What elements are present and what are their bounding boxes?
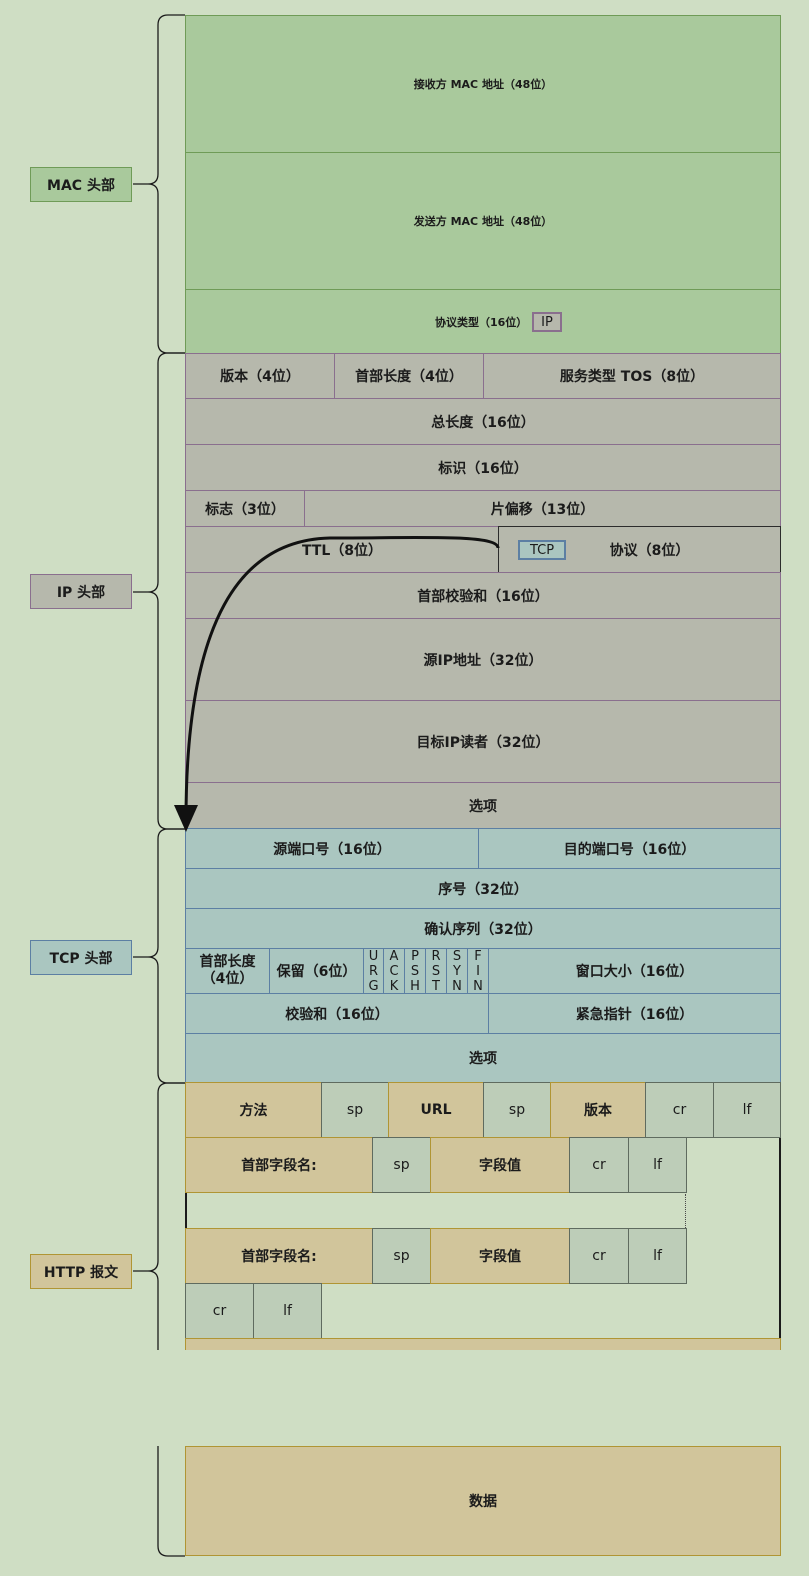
tcp-protocol-badge: TCP (518, 540, 566, 560)
http-cr-4: cr (185, 1283, 254, 1339)
mac-brace (133, 14, 185, 354)
protocol-to-tcp-arrow (174, 535, 500, 832)
ip-ttl: TTL（8位） (185, 526, 499, 573)
http-sp-4: sp (372, 1228, 431, 1284)
ip-fragment-offset: 片偏移（13位） (304, 490, 781, 527)
tcp-reserved: 保留（6位） (269, 948, 364, 994)
ip-protocol-text: 协议（8位） (609, 542, 690, 559)
http-body-data: 数据 (185, 1446, 781, 1556)
ip-protocol: 协议（8位） (498, 526, 781, 573)
http-header-field-value-2: 字段值 (430, 1228, 570, 1284)
http-message-frame (185, 1082, 781, 1350)
ip-total-length: 总长度（16位） (185, 398, 781, 445)
ip-source-address: 源IP地址（32位） (185, 618, 781, 701)
http-message-label: HTTP 报文 (30, 1254, 132, 1289)
tcp-flag-urg: URG (363, 948, 384, 994)
tcp-flag-fin: FIN (467, 948, 489, 994)
tcp-sequence-number: 序号（32位） (185, 868, 781, 909)
http-header-field-value-1: 字段值 (430, 1137, 570, 1193)
http-body-top-edge (185, 1338, 781, 1350)
mac-protocol-type: 协议类型（16位） (185, 289, 781, 354)
http-brace-upper (133, 1082, 185, 1350)
ip-version: 版本（4位） (185, 353, 335, 399)
http-brace-lower (157, 1446, 185, 1557)
tcp-header-label: TCP 头部 (30, 940, 132, 975)
http-method: 方法 (185, 1082, 322, 1138)
ip-header-length: 首部长度（4位） (334, 353, 484, 399)
mac-receiver-address: 接收方 MAC 地址（48位） (185, 15, 781, 153)
http-lf-3: lf (628, 1228, 687, 1284)
ip-identification: 标识（16位） (185, 444, 781, 491)
mac-header-label: MAC 头部 (30, 167, 132, 202)
ip-brace (133, 352, 185, 830)
http-lf-1: lf (713, 1082, 781, 1138)
http-cr-1: cr (645, 1082, 714, 1138)
http-header-continuation (685, 1194, 686, 1228)
ip-header-label: IP 头部 (30, 574, 132, 609)
tcp-brace (133, 828, 185, 1084)
tcp-urgent-pointer: 紧急指针（16位） (488, 993, 781, 1034)
tcp-checksum: 校验和（16位） (185, 993, 489, 1034)
http-sp-2: sp (483, 1082, 551, 1138)
mac-protocol-type-text: 协议类型（16位） (435, 315, 528, 329)
mac-sender-address: 发送方 MAC 地址（48位） (185, 152, 781, 290)
ip-header-checksum: 首部校验和（16位） (185, 572, 781, 619)
http-lf-2: lf (628, 1137, 687, 1193)
http-header-field-name-1: 首部字段名: (185, 1137, 373, 1193)
ip-protocol-badge: IP (532, 312, 562, 332)
ip-destination-address: 目标IP读者（32位） (185, 700, 781, 783)
tcp-ack-number: 确认序列（32位） (185, 908, 781, 949)
tcp-header-length: 首部长度（4位） (185, 948, 270, 994)
http-header-field-name-2: 首部字段名: (185, 1228, 373, 1284)
http-lf-4: lf (253, 1283, 322, 1339)
http-cr-3: cr (569, 1228, 629, 1284)
tcp-source-port: 源端口号（16位） (185, 828, 479, 869)
